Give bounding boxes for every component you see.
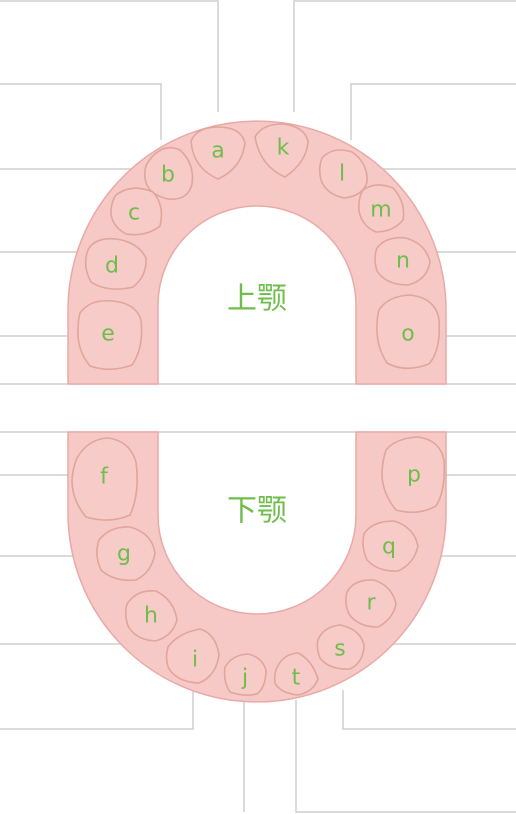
tooth-q[interactable]: q [362,520,419,572]
tooth-label-h: h [144,604,158,629]
tooth-label-d: d [105,254,119,279]
tooth-k[interactable]: k [254,123,309,178]
leader-line-l [350,83,516,140]
tooth-a[interactable]: a [190,126,246,180]
tooth-j[interactable]: j [223,653,267,696]
leader-line-k [293,0,516,112]
tooth-label-r: r [366,591,376,616]
tooth-label-a: a [211,139,224,164]
tooth-h[interactable]: h [124,589,178,642]
tooth-o[interactable]: o [376,294,441,370]
tooth-d[interactable]: d [84,237,147,290]
tooth-i[interactable]: i [165,628,220,684]
tooth-label-m: m [370,198,391,223]
tooth-label-o: o [401,322,414,347]
tooth-label-l: l [339,162,345,187]
tooth-label-b: b [161,163,175,188]
tooth-label-q: q [382,535,396,560]
tooth-m[interactable]: m [358,184,405,233]
tooth-b[interactable]: b [144,146,194,201]
leader-line-m [379,168,516,185]
tooth-label-e: e [101,322,115,347]
tooth-label-k: k [277,136,290,161]
lower-teeth: f g h i j t s r [71,436,446,696]
tooth-label-f: f [100,465,109,490]
tooth-label-t: t [292,666,301,691]
leader-line-a [0,0,219,112]
tooth-label-c: c [128,201,140,226]
tooth-c[interactable]: c [110,187,163,236]
tooth-label-p: p [407,463,421,488]
leader-line-t [295,700,516,813]
upper-teeth: a b c d e k l m [77,123,441,371]
upper-jaw-label: 上颚 [227,282,287,317]
tooth-label-s: s [334,637,345,662]
leader-line-b [0,83,162,140]
leader-line-s [342,690,516,730]
tooth-f[interactable]: f [71,437,138,521]
tooth-r[interactable]: r [345,579,397,628]
tooth-label-n: n [396,249,410,274]
lower-jaw-label: 下颚 [227,494,287,529]
tooth-label-g: g [117,542,131,567]
tooth-s[interactable]: s [316,624,365,670]
leader-line-c [0,168,135,185]
tooth-l[interactable]: l [318,149,368,199]
leader-line-i [0,690,194,730]
tooth-g[interactable]: g [96,526,156,582]
tooth-p[interactable]: p [381,436,446,514]
tooth-label-i: i [192,648,198,673]
tooth-e[interactable]: e [77,299,143,371]
tooth-label-j: j [241,666,248,691]
tooth-n[interactable]: n [374,236,431,286]
tooth-t[interactable]: t [273,652,319,696]
